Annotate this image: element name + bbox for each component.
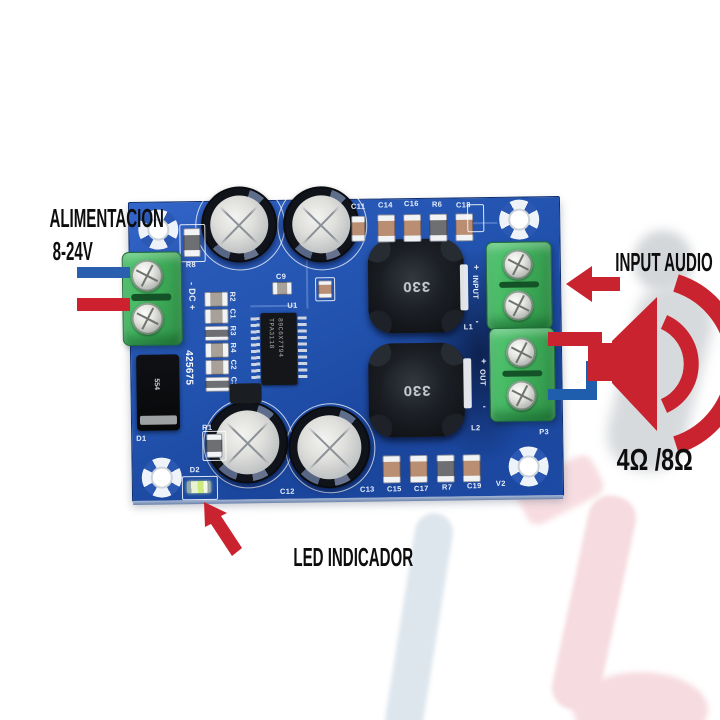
mounting-hole-top-right [498, 199, 540, 240]
label-r4: R4 [228, 342, 239, 353]
diode-d1: 554 [136, 354, 181, 431]
label-c13: C13 [359, 484, 375, 494]
smd-component [204, 291, 229, 307]
power-annotation-text1: ALIMENTACION [49, 203, 164, 233]
label-c16: C16 [403, 198, 419, 209]
smd-component [318, 280, 333, 299]
led-annotation-text: LED INDICADOR [293, 542, 414, 572]
speaker-driver [588, 343, 614, 381]
smd-component [403, 213, 422, 243]
ic-pins-right [297, 316, 308, 381]
amplifier-ic: 89C6X7T94 TPA3118 [250, 312, 308, 386]
smd-component [205, 376, 230, 392]
amplifier-pcb: 330 330 89C6X7T94 TPA3118 U1 C11 C14 C16… [121, 179, 565, 503]
smd-component-dark [229, 383, 262, 404]
out-plus-marking: + [481, 356, 487, 367]
ic-marking: 89C6X7T94 TPA3118 [267, 318, 286, 380]
terminal-slot [131, 293, 172, 301]
smd-component [204, 308, 229, 324]
ic-marking-line2: TPA3118 [267, 317, 275, 349]
terminal-screw [506, 380, 537, 411]
smd-component [409, 454, 428, 484]
label-r6: R6 [431, 199, 443, 209]
inductor-l2: 330 [367, 342, 466, 438]
out-minus-marking: - [482, 401, 487, 412]
smd-component [351, 215, 366, 242]
out-marking: OUT [478, 369, 488, 386]
power-annotation-text2: 8-24V [52, 236, 94, 266]
input-audio-annotation: INPUT AUDIO [580, 247, 712, 278]
silkscreen-bar [459, 264, 469, 311]
label-c17: C17 [413, 483, 429, 494]
output-terminal-block [488, 327, 557, 422]
inductor-l1: 330 [367, 238, 465, 334]
impedance-text: 4Ω /8Ω [616, 442, 694, 477]
label-r2: R2 [228, 291, 238, 302]
smd-component [204, 325, 229, 341]
label-l2: L2 [471, 423, 481, 433]
dc-terminal-marking: - DC + [187, 282, 198, 311]
label-u1: U1 [287, 300, 298, 310]
mounting-hole-bottom-right [508, 446, 549, 487]
label-c15: C15 [386, 484, 402, 494]
label-r7: R7 [441, 482, 453, 492]
terminal-screw [502, 249, 534, 280]
terminal-slot [502, 370, 543, 377]
smd-component [429, 213, 448, 242]
input-terminal-block [485, 241, 553, 331]
arrow-up-left-icon [204, 502, 242, 556]
led-annotation: LED INDICADOR [250, 542, 413, 573]
silkscreen-bar [463, 358, 472, 409]
diode-marking: 554 [152, 378, 160, 391]
label-r8: R8 [185, 260, 197, 270]
label-v2: V2 [495, 478, 506, 488]
smd-component [272, 281, 293, 296]
impedance-annotation: 4Ω /8Ω [600, 442, 710, 478]
inductor-value-label: 330 [401, 277, 431, 295]
power-annotation-line2: 8-24V [8, 236, 138, 267]
input-minus-marking: - [475, 316, 480, 327]
smd-component [206, 433, 223, 458]
label-c12: C12 [279, 486, 295, 496]
label-c9: C9 [275, 271, 287, 281]
power-annotation-line1: ALIMENTACION [8, 203, 163, 234]
label-r3: R3 [228, 325, 238, 336]
smd-component [436, 454, 455, 483]
label-c14: C14 [377, 200, 393, 210]
inductor-value-label: 330 [402, 381, 431, 399]
terminal-screw [503, 290, 534, 321]
smd-component [462, 454, 481, 483]
terminal-screw [131, 302, 164, 335]
label-d2: D2 [189, 465, 200, 475]
label-p3: P3 [539, 427, 550, 437]
label-c2: C2 [229, 359, 239, 370]
silkscreen-box [466, 204, 485, 233]
terminal-slot [499, 281, 540, 288]
smd-component [183, 228, 201, 258]
smd-component [205, 359, 230, 375]
indicator-led [186, 480, 211, 494]
smd-component [204, 342, 230, 358]
serial-number: 425675 [183, 350, 195, 386]
ic-pins-left [250, 317, 261, 382]
smd-component [377, 214, 396, 243]
input-plus-marking: + [473, 262, 480, 273]
label-d1: D1 [136, 433, 147, 443]
ic-marking-line1: 89C6X7T94 [276, 317, 285, 358]
input-marking: INPUT [470, 275, 481, 300]
diode-band [139, 415, 178, 425]
label-c11: C11 [350, 201, 366, 211]
smd-component [382, 455, 401, 484]
label-c19: C19 [466, 481, 482, 491]
label-l1: L1 [463, 322, 474, 332]
label-c1: C1 [228, 308, 238, 319]
input-audio-text: INPUT AUDIO [615, 247, 713, 277]
mounting-hole-bottom-left [141, 457, 183, 498]
terminal-screw [505, 337, 537, 368]
